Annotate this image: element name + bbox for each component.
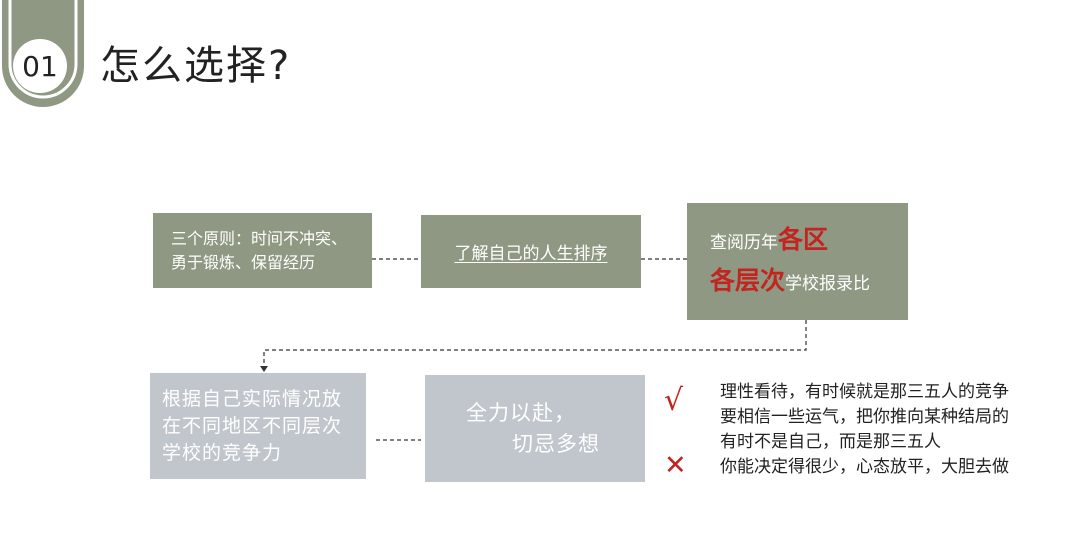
competitiveness-line-3: 学校的竞争力 [162, 441, 283, 464]
review-prefix: 查阅历年 [710, 232, 778, 253]
review-ratio-box: 查阅历年各区 各层次学校报录比 [687, 203, 908, 320]
all-out-line-2: 切忌多想 [512, 431, 600, 456]
review-highlight-regions: 各区 [778, 224, 829, 254]
principles-box: 三个原则：时间不冲突、 勇于锻炼、保留经历 [153, 213, 372, 288]
all-out-line-1: 全力以赴， [466, 400, 576, 425]
review-suffix: 学校报录比 [785, 273, 871, 294]
advice-line-1: 理性看待，有时候就是那三五人的竞争 [720, 382, 1009, 402]
competitiveness-line-1: 根据自己实际情况放 [162, 387, 343, 410]
review-highlight-levels: 各层次 [710, 265, 786, 295]
competitiveness-line-2: 在不同地区不同层次 [162, 414, 343, 437]
section-badge-shape [2, 0, 84, 107]
advice-notes: 理性看待，有时候就是那三五人的竞争 要相信一些运气，把你推向某种结局的 有时不是… [720, 380, 1009, 480]
competitiveness-box: 根据自己实际情况放 在不同地区不同层次 学校的竞争力 [150, 373, 366, 479]
all-out-box: 全力以赴， 切忌多想 [425, 375, 645, 482]
advice-line-2: 要相信一些运气，把你推向某种结局的 [720, 407, 1009, 427]
principles-line-1: 三个原则：时间不冲突、 [171, 228, 348, 248]
understand-self-link[interactable]: 了解自己的人生排序 [454, 244, 608, 264]
cross-mark-icon: ✕ [664, 450, 687, 481]
understand-self-box: 了解自己的人生排序 [421, 215, 641, 288]
advice-line-3: 有时不是自己，而是那三五人 [720, 432, 941, 452]
section-number: 01 [22, 49, 58, 83]
page-title: 怎么选择? [100, 43, 292, 89]
principles-line-2: 勇于锻炼、保留经历 [171, 252, 316, 272]
check-mark-icon: √ [664, 383, 684, 418]
advice-line-4: 你能决定得很少，心态放平，大胆去做 [720, 457, 1009, 477]
